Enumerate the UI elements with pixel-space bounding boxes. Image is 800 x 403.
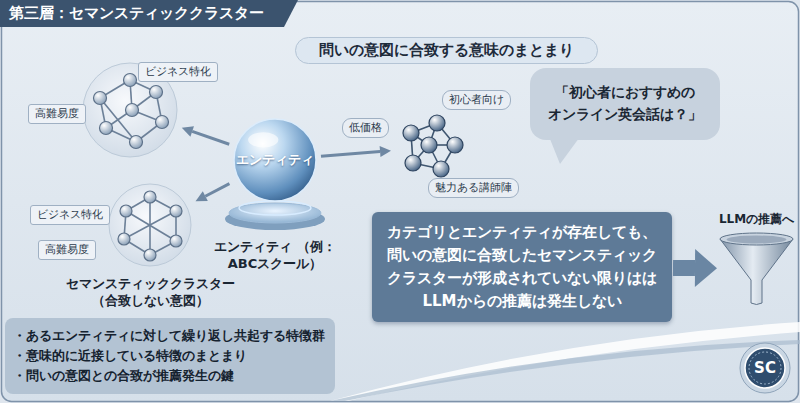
key-message-box: カテゴリとエンティティが存在しても、 問いの意図に合致したセマンスティック クラ… xyxy=(372,212,672,322)
node-text: 問いの意図に合致する意味のまとまり xyxy=(319,41,574,60)
connector-line xyxy=(673,260,695,276)
cluster-network xyxy=(395,115,465,180)
platform-ring xyxy=(239,201,311,215)
connector-arrow xyxy=(673,249,717,287)
feature-tag: 魅力ある講師陣 xyxy=(428,178,519,198)
connector-arrow xyxy=(321,146,391,157)
arrow-head xyxy=(380,146,391,157)
connector-arrow xyxy=(196,184,230,202)
diagram-title: 第三層：セマンスティッククラスター xyxy=(9,4,264,23)
logo-badge: SC xyxy=(739,342,791,394)
node-text: 「初心者におすすめの オンライン英会話は？」 xyxy=(536,82,714,125)
semantic-cluster: ビジネス特化高難易度 xyxy=(82,62,178,158)
arrow-head xyxy=(196,191,208,201)
entity-sphere: エンティティエンティティ （例：ABCスクール） xyxy=(233,118,317,202)
arrow-head xyxy=(182,126,194,136)
funnel-shape xyxy=(718,232,795,305)
feature-tag: ビジネス特化 xyxy=(138,62,218,82)
node-text: カテゴリとエンティティが存在しても、 問いの意図に合致したセマンスティック クラ… xyxy=(380,221,664,314)
cluster-network xyxy=(108,183,192,267)
swoosh xyxy=(330,340,800,401)
node-text: ・意味的に近接している特徴のまとまり xyxy=(13,346,247,366)
funnel-label: LLMの推薦へ xyxy=(710,211,800,228)
node-text: ・あるエンティティに対して繰り返し共起する特徴群 xyxy=(13,326,325,346)
llm-funnel: LLMの推薦へ xyxy=(718,232,795,305)
speech-bubble: 「初心者におすすめの オンライン英会話は？」 xyxy=(530,68,720,140)
node-caption: セマンスティッククラスター （合致しない意図） xyxy=(50,275,250,309)
title-tab xyxy=(0,0,298,27)
entity-label: エンティティ xyxy=(233,151,317,169)
feature-tag: ビジネス特化 xyxy=(30,205,110,225)
semantic-cluster: ビジネス特化高難易度セマンスティッククラスター （合致しない意図） xyxy=(108,183,192,267)
node-caption: エンティティ （例：ABCスクール） xyxy=(205,238,345,272)
feature-tag: 高難易度 xyxy=(38,240,96,260)
platform xyxy=(229,203,321,223)
semantic-cluster: 低価格初心者向け魅力ある講師陣 xyxy=(395,115,465,180)
connector-arrow xyxy=(182,126,229,144)
connector-line xyxy=(321,152,380,157)
node-text: ・問いの意図との合致が推薦発生の鍵 xyxy=(13,366,234,386)
swoosh xyxy=(330,322,800,401)
connector-line xyxy=(205,184,229,197)
connector-line xyxy=(192,131,229,144)
bullet-box: ・あるエンティティに対して繰り返し共起する特徴群・意味的に近接している特徴のまと… xyxy=(5,318,335,394)
node-text: SC xyxy=(754,359,776,377)
feature-tag: 低価格 xyxy=(342,118,389,138)
arrow-head xyxy=(695,249,717,287)
feature-tag: 高難易度 xyxy=(28,104,86,124)
heading-banner: 問いの意図に合致する意味のまとまり xyxy=(295,37,598,64)
feature-tag: 初心者向け xyxy=(442,90,511,110)
